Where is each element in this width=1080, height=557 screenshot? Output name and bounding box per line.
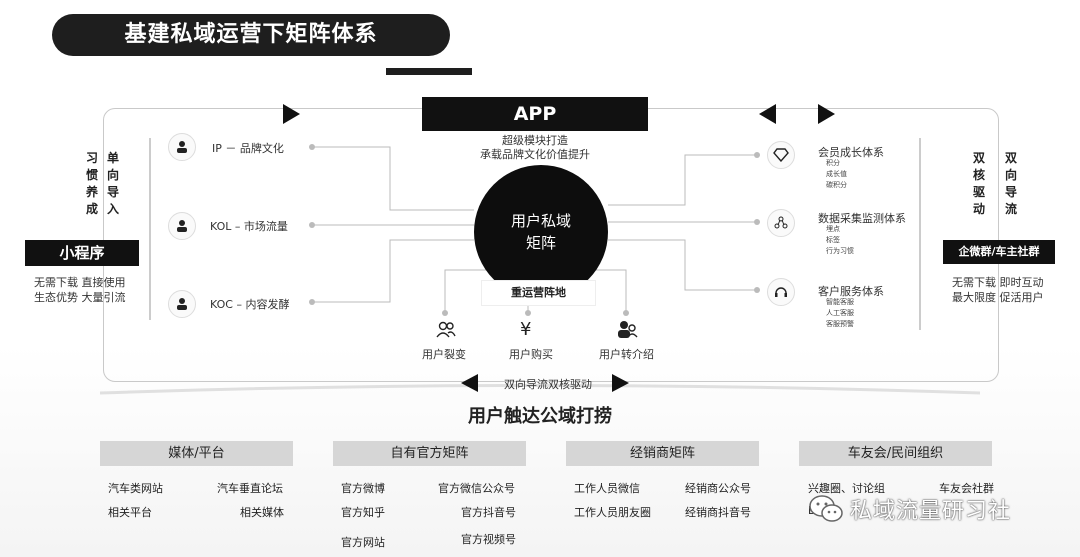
dealer-item: 经销商公众号 [685, 482, 751, 495]
kol-person-icon [168, 212, 196, 240]
network-icon [767, 209, 795, 237]
dealer-item: 经销商抖音号 [685, 506, 751, 519]
category-dealer: 经销商矩阵 [566, 441, 759, 466]
arrow-right-bottom [612, 374, 629, 392]
app-desc-2: 承载品牌文化价值提升 [480, 148, 590, 161]
club-item: 兴趣圈、讨论组 [808, 482, 885, 495]
mini-program-label: 小程序 [25, 240, 139, 266]
bottom-arrow-label: 双向导流双核驱动 [504, 378, 592, 391]
users-group-icon [434, 320, 458, 340]
center-line-2: 矩阵 [525, 234, 556, 252]
media-item: 汽车垂直论坛 [217, 482, 283, 495]
arrow-right-2 [818, 104, 835, 124]
arrow-left-2 [759, 104, 776, 124]
official-item: 官方知乎 [341, 506, 385, 519]
official-item: 官方视频号 [461, 533, 516, 546]
left-channel-ip: IP － 品牌文化 [212, 142, 284, 155]
mini-program-desc-1: 无需下载 直接使用 [34, 276, 126, 289]
left-channel-koc: KOC – 内容发酵 [210, 298, 290, 311]
club-item: 车友会社群 [939, 482, 994, 495]
left-vertical-1: 习惯养成 [85, 151, 98, 216]
node-user-referral: 用户转介绍 [599, 348, 654, 361]
member-items: 积分成长值碳积分 [826, 159, 847, 189]
wecom-group-label: 企微群/车主社群 [943, 240, 1055, 264]
media-item: 汽车类网站 [108, 482, 163, 495]
diamond-icon [767, 141, 795, 169]
koc-person-icon [168, 290, 196, 318]
official-item: 官方微信公众号 [438, 482, 515, 495]
wechat-icon [809, 495, 843, 522]
left-vertical-2: 单向导入 [106, 151, 119, 216]
official-item: 官方抖音号 [461, 506, 516, 519]
node-user-purchase: 用户购买 [509, 348, 553, 361]
category-media: 媒体/平台 [100, 441, 293, 466]
category-official: 自有官方矩阵 [333, 441, 526, 466]
media-item: 相关平台 [108, 506, 152, 519]
ops-label: 重运营阵地 [481, 280, 596, 306]
left-channel-kol: KOL – 市场流量 [210, 220, 288, 233]
official-item: 官方网站 [341, 536, 385, 549]
right-system-service: 客户服务体系 [818, 285, 884, 298]
data-items: 埋点标签行为习惯 [826, 225, 854, 255]
wecom-desc-1: 无需下载 即时互动 [952, 276, 1044, 289]
arrow-left-bottom [461, 374, 478, 392]
right-system-data: 数据采集监测体系 [818, 212, 906, 225]
mini-program-desc-2: 生态优势 大量引流 [34, 291, 126, 304]
center-matrix-circle: 用户私域 矩阵 [474, 165, 608, 299]
dealer-item: 工作人员微信 [574, 482, 640, 495]
node-user-fission: 用户裂变 [422, 348, 466, 361]
app-label: APP [422, 97, 648, 131]
right-system-member: 会员成长体系 [818, 146, 884, 159]
yuan-icon: ¥ [520, 319, 532, 340]
page-title: 基建私域运营下矩阵体系 [52, 14, 450, 56]
category-club: 车友会/民间组织 [799, 441, 992, 466]
service-icon [767, 278, 795, 306]
right-vertical-1: 双核驱动 [972, 151, 985, 216]
service-items: 智能客服人工客服客服预警 [826, 298, 854, 328]
referral-icon [616, 320, 640, 340]
media-item: 相关媒体 [240, 506, 284, 519]
person-icon [168, 133, 196, 161]
public-domain-title: 用户触达公域打捞 [468, 406, 612, 427]
right-vertical-2: 双向导流 [1004, 151, 1017, 216]
dealer-item: 工作人员朋友圈 [574, 506, 651, 519]
arrow-right-1 [283, 104, 300, 124]
watermark: 私域流量研习社 [808, 490, 1058, 528]
wecom-desc-2: 最大限度 促活用户 [952, 291, 1044, 304]
watermark-text: 私域流量研习社 [850, 499, 1012, 524]
official-item: 官方微博 [341, 482, 385, 495]
center-line-1: 用户私域 [510, 212, 571, 230]
app-desc-1: 超级模块打造 [502, 134, 568, 147]
title-underline [386, 68, 472, 75]
